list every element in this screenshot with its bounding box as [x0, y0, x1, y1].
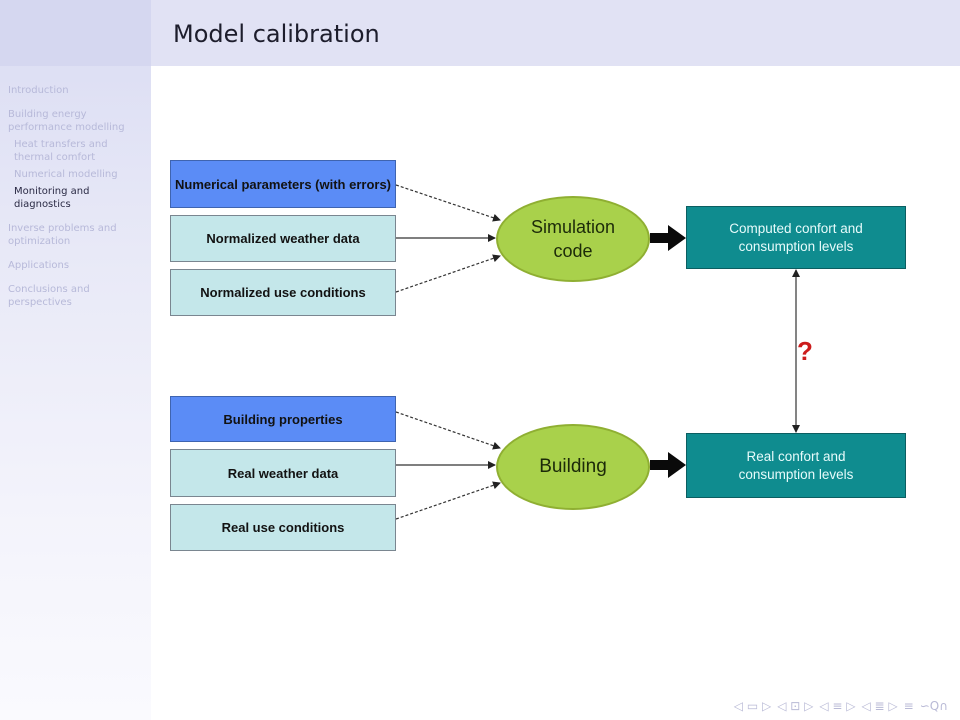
arrow-use-to-simulation [395, 254, 501, 293]
output-computed-label: Computed confort and consumption levels [729, 220, 863, 254]
arrow-properties-to-building [395, 411, 501, 450]
nav-search-icon[interactable]: ∽Q∩ [919, 699, 948, 713]
nav-first-icon[interactable]: ◁ ▭ ▷ [733, 699, 772, 713]
input-numerical-parameters: Numerical parameters (with errors) [170, 160, 396, 208]
sidebar-header-area [0, 0, 151, 66]
nav-subsection-icon[interactable]: ◁ ≣ ▷ [861, 699, 898, 713]
slide-header: Model calibration [151, 0, 960, 66]
sidebar-item-numerical-modelling[interactable]: Numerical modelling [14, 169, 118, 180]
sidebar-item-heat-transfers[interactable]: Heat transfers and thermal comfort [14, 139, 108, 163]
input-building-properties: Building properties [170, 396, 396, 442]
sidebar: Introduction Building energy performance… [0, 0, 151, 720]
arrow-numerical-to-simulation [395, 184, 501, 222]
process-building: Building [496, 424, 650, 510]
input-real-weather: Real weather data [170, 449, 396, 497]
input-real-use: Real use conditions [170, 504, 396, 551]
page-title: Model calibration [173, 20, 380, 48]
arrow-realuse-to-building [395, 481, 501, 520]
nav-align-icon[interactable]: ≡ [903, 699, 914, 713]
input-normalized-weather: Normalized weather data [170, 215, 396, 262]
arrow-simulation-to-computed [650, 225, 686, 251]
sidebar-item-applications[interactable]: Applications [8, 260, 70, 271]
process-simulation-label: Simulation code [530, 217, 616, 261]
output-real-levels: Real confort and consumption levels [686, 433, 906, 498]
sidebar-item-building-energy[interactable]: Building energy performance modelling [8, 109, 125, 133]
nav-section-icon[interactable]: ◁ ≡ ▷ [819, 699, 856, 713]
comparison-question-mark: ? [797, 336, 813, 366]
beamer-navigation: ◁ ▭ ▷ ◁ ⊡ ▷ ◁ ≡ ▷ ◁ ≣ ▷ ≡ ∽Q∩ [734, 698, 948, 714]
sidebar-item-monitoring[interactable]: Monitoring and diagnostics [14, 186, 90, 210]
input-normalized-use: Normalized use conditions [170, 269, 396, 316]
nav-frame-icon[interactable]: ◁ ⊡ ▷ [777, 699, 814, 713]
process-building-label: Building [539, 456, 607, 477]
output-computed-levels: Computed confort and consumption levels [686, 206, 906, 269]
output-real-label: Real confort and consumption levels [738, 448, 854, 482]
sidebar-item-conclusions[interactable]: Conclusions and perspectives [8, 284, 90, 308]
sidebar-nav: Introduction Building energy performance… [8, 84, 148, 320]
process-simulation-code: Simulation code [496, 196, 650, 282]
arrow-building-to-real [650, 452, 686, 478]
sidebar-item-inverse-problems[interactable]: Inverse problems and optimization [8, 223, 117, 247]
sidebar-item-introduction[interactable]: Introduction [8, 85, 69, 96]
